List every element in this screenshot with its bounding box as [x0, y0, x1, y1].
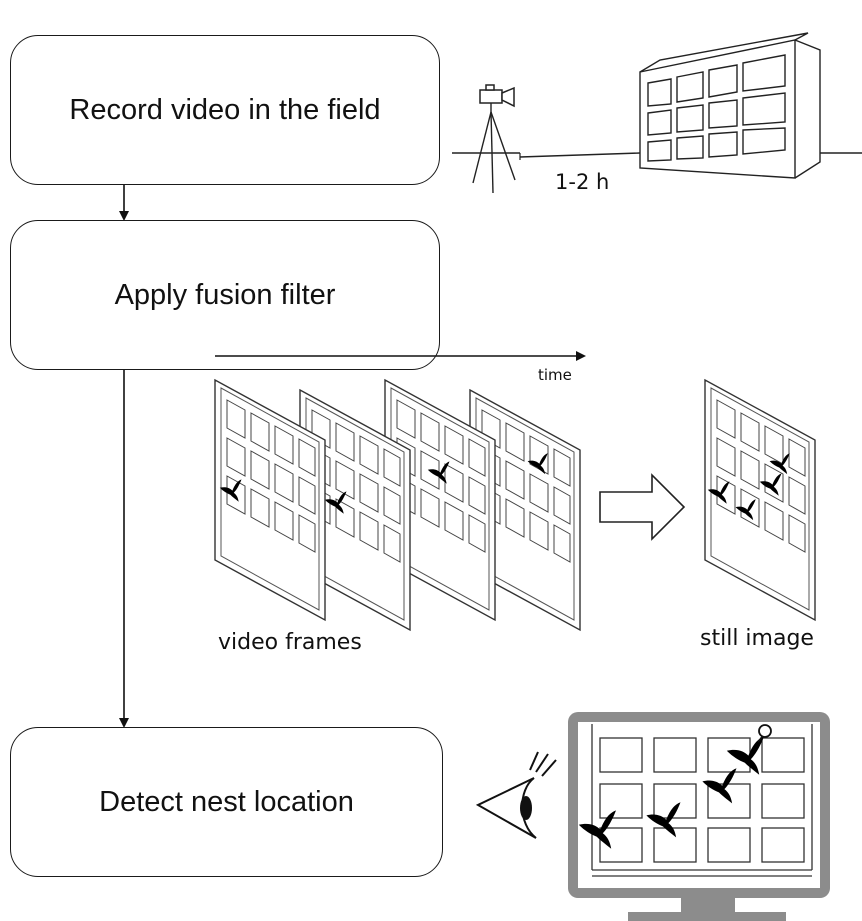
fusion-arrow-icon [599, 473, 686, 541]
step-record-video: Record video in the field [10, 35, 440, 185]
video-frames-label: video frames [218, 630, 362, 655]
step-fusion-label: Apply fusion filter [114, 278, 336, 311]
building-icon [639, 32, 821, 179]
ground-line [452, 152, 862, 158]
duration-label: 1-2 h [555, 170, 610, 194]
step-detect-label: Detect nest location [99, 785, 354, 818]
monitor-building-view [591, 724, 813, 877]
step-record-label: Record video in the field [69, 93, 381, 126]
monitor-icon [568, 712, 830, 921]
still-image-label: still image [700, 626, 814, 651]
still-image-frame [704, 379, 816, 621]
tripod-icon [472, 103, 516, 194]
eye-icon [475, 751, 557, 839]
step-apply-fusion-filter: Apply fusion filter [10, 220, 440, 370]
nest-marker-icon [757, 724, 772, 743]
video-camera-icon [479, 84, 515, 108]
step-detect-nest: Detect nest location [10, 727, 443, 877]
time-label: time [538, 366, 572, 384]
